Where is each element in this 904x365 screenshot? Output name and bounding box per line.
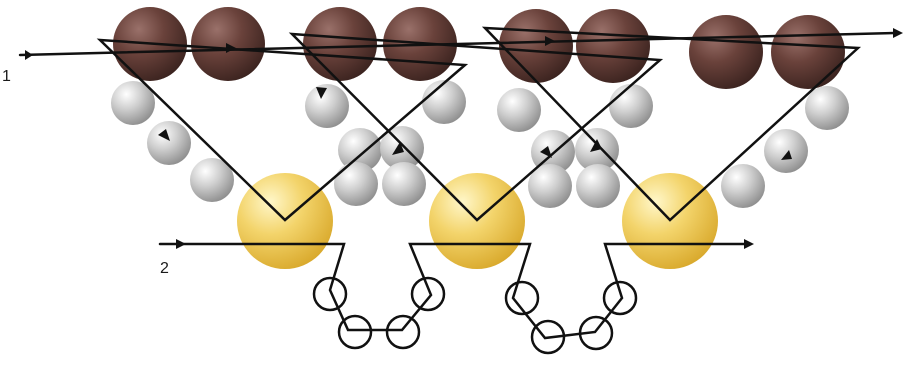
thread-1-top-line (18, 31, 897, 57)
gray-bead (382, 162, 426, 206)
thread-2-label: 2 (160, 260, 169, 277)
gray-bead (422, 80, 466, 124)
gray-bead (334, 162, 378, 206)
thread-paths (18, 26, 903, 340)
dark-bead (303, 7, 377, 81)
gray-bead (609, 84, 653, 128)
thread-2-arrowhead-end (744, 239, 754, 249)
dark-bead (499, 9, 573, 83)
thread-2-arrowhead-start (176, 239, 186, 249)
dark-bead (576, 9, 650, 83)
gray-bead (528, 164, 572, 208)
thread-1-loop-3 (481, 26, 862, 222)
gray-bead (338, 128, 382, 172)
gray-bead (305, 84, 349, 128)
gray-bead (497, 88, 541, 132)
gray-bead (721, 164, 765, 208)
small-ring (385, 314, 421, 350)
thread-1-label: 1 (2, 68, 11, 85)
small-ring (530, 319, 566, 355)
gray-bead (576, 164, 620, 208)
thread-2-path (158, 242, 750, 340)
small-rings-group (312, 276, 638, 355)
small-ring (410, 276, 446, 312)
gray-bead (764, 129, 808, 173)
small-ring (602, 280, 638, 316)
thread-1-loop-2 (288, 32, 664, 222)
dark-bead (771, 15, 845, 89)
thread-1-loop-1 (96, 38, 469, 222)
small-ring (337, 314, 373, 350)
small-ring (578, 315, 614, 351)
gray-bead (190, 158, 234, 202)
gray-bead (147, 121, 191, 165)
gray-bead (111, 81, 155, 125)
small-ring (312, 276, 348, 312)
gray-bead (805, 86, 849, 130)
dark-bead (689, 15, 763, 89)
small-ring (504, 280, 540, 316)
thread-1-arrowheads (25, 50, 33, 60)
